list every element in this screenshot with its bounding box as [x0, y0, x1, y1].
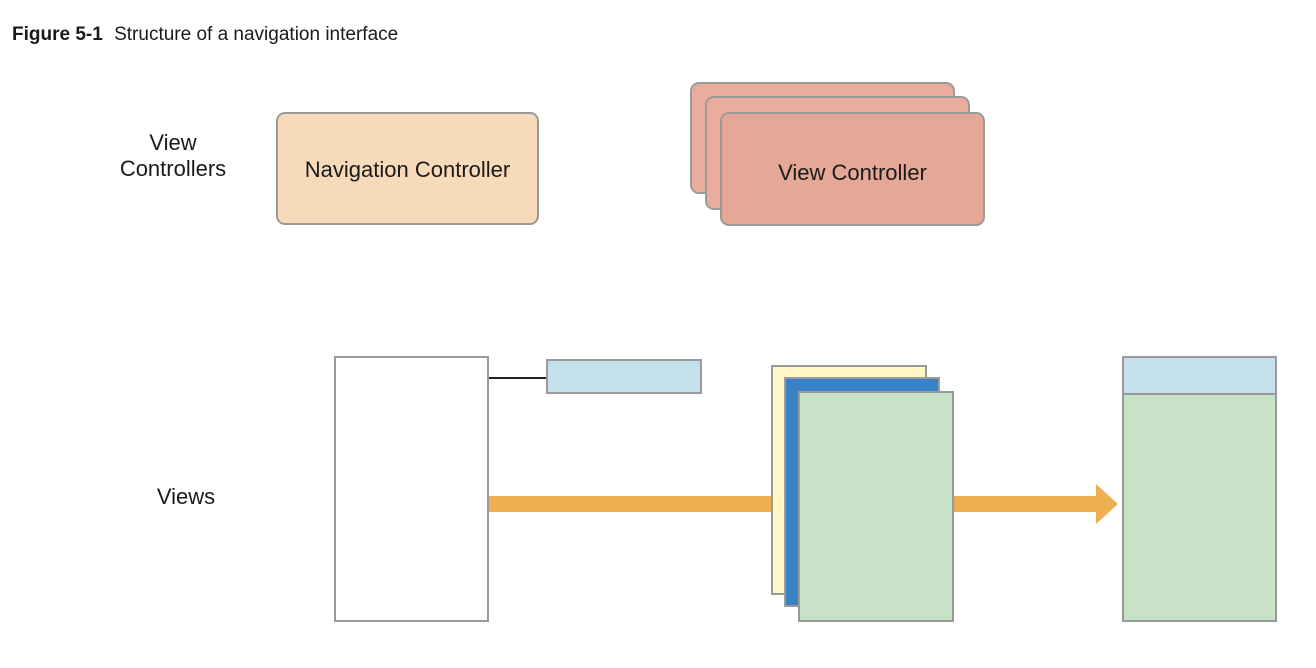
row-label-views-text: Views — [156, 484, 216, 509]
composed-navigation-bar — [1122, 356, 1277, 395]
green-content-view — [798, 391, 954, 622]
view-controller-box: View Controller — [720, 112, 985, 226]
navigation-bar-view — [546, 359, 702, 394]
navigation-controller-box: Navigation Controller — [276, 112, 539, 225]
navigation-bar-connector — [489, 377, 546, 379]
arrow-head-icon — [1096, 484, 1118, 524]
navigation-controller-label: Navigation Controller — [304, 157, 511, 182]
row-label-view-controllers: View Controllers — [110, 130, 236, 182]
arrow-to-content-stack — [489, 496, 774, 512]
arrow-to-composed-view — [954, 496, 1098, 512]
row-label-view-controllers-line2: Controllers — [119, 156, 227, 181]
row-label-view-controllers-line1: View — [149, 130, 197, 155]
navigation-view — [334, 356, 489, 622]
row-label-views: Views — [140, 484, 232, 510]
view-controller-label: View Controller — [778, 160, 927, 185]
figure-number: Figure 5-1 — [12, 24, 103, 45]
composed-content-view — [1122, 393, 1277, 622]
figure-caption: Figure 5-1 Structure of a navigation int… — [12, 24, 398, 46]
figure-title: Structure of a navigation interface — [114, 24, 399, 45]
